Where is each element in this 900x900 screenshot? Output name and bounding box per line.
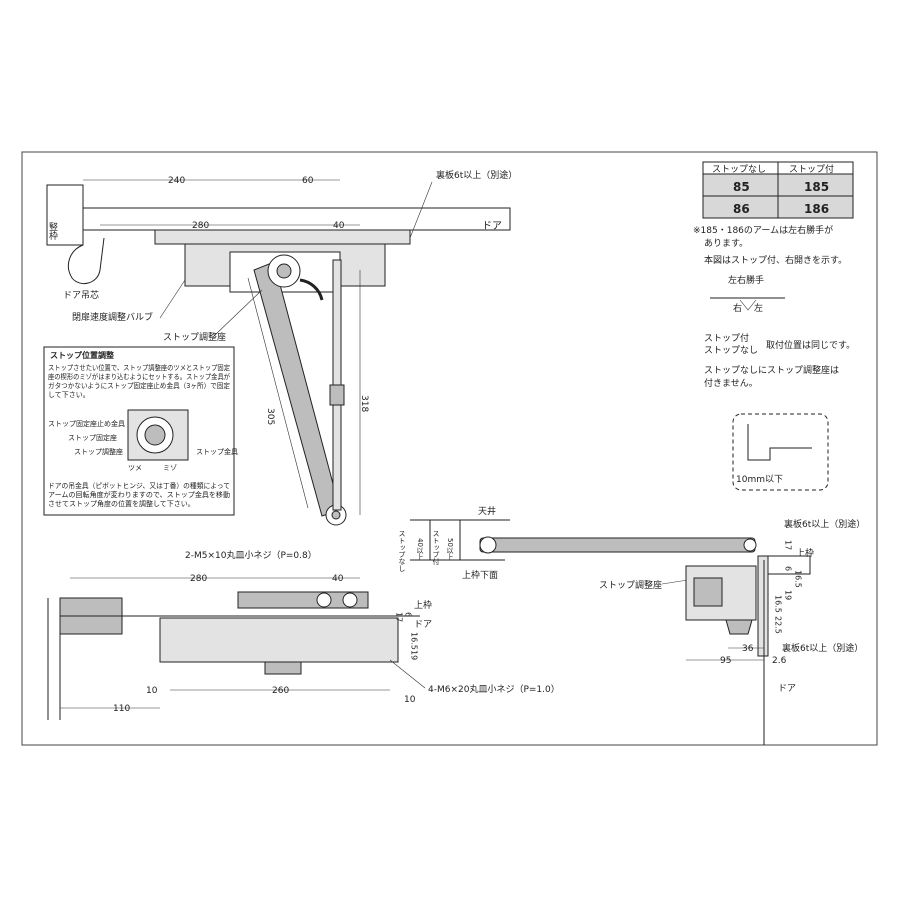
side-view: 天井 ストップなし 40以上 ストップ付 50以上 上枠下面 ストップ調整座 裏… — [398, 505, 865, 745]
side-dim-36: 36 — [742, 644, 754, 654]
front-dim-260: 260 — [272, 686, 289, 696]
note-3: ストップなしにストップ調整座は — [704, 364, 839, 376]
closer-body-front — [159, 617, 399, 663]
table-cell-r1c1: 85 — [733, 180, 750, 194]
valve-label: 閉扉速度調整バルブ — [72, 311, 153, 323]
front-dim-6: 6 — [404, 612, 413, 617]
side-dim-22-5: 22.5 — [774, 616, 783, 634]
note-2: 本図はストップ付、右開きを示す。 — [704, 254, 847, 266]
stop-box-line-3: ガタつかないようにストップ固定座止め金具（3ヶ所）で固定 — [48, 381, 230, 390]
back-plate-label-side-bottom: 裏板6t以上（別途） — [782, 642, 863, 654]
detail-label: 10mm以下 — [736, 475, 783, 485]
door-label-top: ドア — [482, 221, 502, 232]
lintel-label: 上枠下面 — [462, 569, 498, 581]
stop-box-line-4: して下さい。 — [48, 391, 90, 399]
dim-60: 60 — [302, 176, 314, 186]
door-label-front: ドア — [414, 620, 432, 630]
bracket-label: ストップ金具 — [196, 447, 238, 456]
dim-280-top: 280 — [192, 221, 209, 231]
dim-40-top: 40 — [333, 221, 345, 231]
note-3b: 付きません。 — [704, 378, 758, 389]
front-dim-16-5: 16.5 — [410, 632, 419, 650]
drawing-border — [21, 151, 878, 746]
hand-title: 左右勝手 — [728, 274, 764, 286]
adj-seat-label: ストップ調整座 — [74, 447, 123, 456]
stop-adjust-box: ストップ位置調整 ストップさせたい位置で、ストップ調整座のツメとストップ固定 座… — [43, 346, 238, 516]
detail-box: 10mm以下 — [732, 413, 829, 491]
table-header-with-stop: ストップ付 — [789, 164, 834, 175]
claw-label: ツメ — [128, 464, 142, 472]
side-dim-2-6: 2.6 — [772, 656, 787, 666]
note-1b: あります。 — [704, 238, 748, 249]
screw-top-label: 2-M5×10丸皿小ネジ（P=0.8） — [185, 549, 317, 561]
stop-note-3: させてストップ角度の位置を調整して下さい。 — [48, 499, 195, 508]
main-arm — [253, 261, 341, 517]
door-pivot-label: ドア吊芯 — [63, 289, 99, 301]
side-dim-6: 6 — [784, 566, 793, 571]
front-dim-10-left: 10 — [146, 686, 158, 696]
ceiling-label: 天井 — [478, 505, 496, 517]
groove-label: ミゾ — [163, 464, 177, 472]
table-cell-r1c2: 185 — [804, 180, 829, 194]
top-view: 竪枠 ドア ドア吊芯 裏板6t以上（別途） 閉扉速度調整バルブ ストップ調整座 … — [46, 169, 517, 526]
front-dim-19: 19 — [410, 650, 419, 660]
table-cell-r2c2: 186 — [804, 202, 829, 216]
side-dim-19: 19 — [784, 590, 793, 600]
stop-box-line-2: 座の楔形のミゾがはまり込むようにセットする。ストップ金具が — [48, 372, 230, 381]
fix-seat-label: ストップ固定座 — [68, 433, 117, 442]
hand-right: 右 — [733, 302, 742, 314]
notes: ※185・186のアームは左右勝手が あります。 本図はストップ付、右開きを示す… — [693, 224, 855, 389]
note-1: ※185・186のアームは左右勝手が — [693, 224, 833, 236]
back-plate-label-side-top: 裏板6t以上（別途） — [784, 518, 865, 530]
stop-seat-label-side: ストップ調整座 — [599, 579, 662, 591]
same-position-label: 取付位置は同じです。 — [766, 339, 855, 351]
door-label-side: ドア — [778, 684, 796, 694]
stop-box-title: ストップ位置調整 — [50, 350, 114, 360]
stop-with-label: ストップ付 — [704, 333, 749, 344]
stop-note-2: アームの回転角度が変わりますので、ストップ金具を移動 — [48, 490, 230, 499]
stop-box-line-1: ストップさせたい位置で、ストップ調整座のツメとストップ固定 — [48, 363, 230, 372]
front-dim-110: 110 — [113, 704, 130, 714]
frame-jamb-label: 竪枠 — [47, 222, 58, 241]
table-header-no-stop: ストップなし — [712, 164, 766, 175]
front-view: 2-M5×10丸皿小ネジ（P=0.8） 4-M6×20丸皿小ネジ（P=1.0） … — [47, 549, 560, 720]
table-cell-r2c1: 86 — [733, 202, 750, 216]
stop-without-label: ストップなし — [704, 345, 758, 356]
stop-note-1: ドアの吊金具（ピボットヒンジ、又は丁番）の種類によって — [48, 481, 230, 490]
door-pivot — [68, 230, 105, 285]
side-dim-16-5b: 16.5 — [774, 595, 783, 613]
with-stop-label: ストップ付 — [432, 530, 440, 566]
dim-240: 240 — [168, 176, 185, 186]
frame-jamb-block — [46, 184, 84, 246]
no-stop-label: ストップなし — [398, 530, 406, 572]
side-dim-17: 17 — [784, 540, 793, 550]
fix-screw-label: ストップ固定座止め金具 — [48, 419, 125, 428]
stop-bracket — [299, 278, 324, 301]
upper-frame-label-side: 上枠 — [796, 547, 814, 559]
side-arm — [479, 537, 756, 553]
side-dim-95: 95 — [720, 656, 731, 666]
arm-front — [237, 591, 369, 609]
with-stop-value: 50以上 — [446, 538, 454, 561]
dim-318: 318 — [359, 395, 369, 412]
back-plate — [154, 229, 411, 245]
stop-seat-label-top: ストップ調整座 — [163, 331, 226, 343]
hand-left: 左 — [754, 302, 763, 314]
no-stop-value: 40以上 — [416, 538, 424, 561]
back-plate-label: 裏板6t以上（別途） — [436, 169, 517, 181]
upper-frame-label-front: 上枠 — [414, 599, 432, 611]
side-dim-16-5a: 16.5 — [794, 570, 803, 588]
door-panel — [82, 207, 511, 231]
front-dim-280: 280 — [190, 574, 207, 584]
screw-bottom-label: 4-M6×20丸皿小ネジ（P=1.0） — [428, 683, 560, 695]
front-dim-10-right: 10 — [404, 695, 416, 705]
front-dim-40: 40 — [332, 574, 344, 584]
front-dim-17: 17 — [395, 612, 404, 622]
dim-305: 305 — [265, 408, 275, 425]
spec-table: ストップなし ストップ付 85 185 86 186 — [702, 161, 854, 219]
